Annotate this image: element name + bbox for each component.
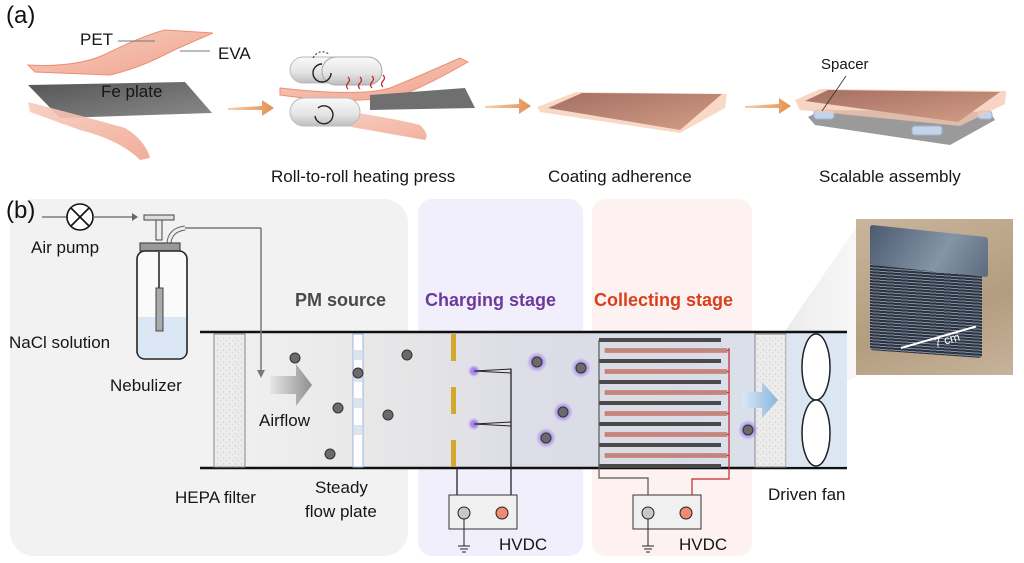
- hepa-filter-inlet: [213, 333, 246, 468]
- exploded-layers-illustration: [26, 29, 214, 160]
- ground-plate: [599, 443, 721, 447]
- high-voltage-wire: [691, 348, 730, 495]
- process-arrow-3: [745, 98, 791, 114]
- pet-label: PET: [80, 30, 114, 49]
- stage-title-pm-source: PM source: [295, 290, 387, 310]
- eva-label: EVA: [218, 44, 251, 63]
- driven-fan-icon: [786, 333, 847, 467]
- ground-plate: [599, 380, 721, 384]
- charging-electrodes: [451, 334, 512, 495]
- hv-plate: [604, 432, 728, 437]
- hvdc-charging-label: HVDC: [499, 535, 548, 554]
- steady-flow-plate: [352, 333, 364, 468]
- step-caption-roll-press: Roll-to-roll heating press: [271, 167, 456, 186]
- steady-flow-plate-label-2: flow plate: [305, 502, 377, 521]
- outlet-airflow-arrow: [742, 382, 778, 418]
- charged-particle: [575, 362, 587, 374]
- particle: [401, 349, 413, 361]
- process-arrow-1: [228, 100, 274, 116]
- nacl-solution-label: NaCl solution: [9, 333, 111, 352]
- airflow-label: Airflow: [259, 411, 311, 430]
- airflow-arrow: [270, 364, 312, 406]
- steady-flow-plate-label-1: Steady: [315, 478, 368, 497]
- charged-particle: [557, 406, 569, 418]
- hv-plate: [604, 369, 728, 374]
- air-pump-label: Air pump: [31, 238, 100, 257]
- driven-fan-label: Driven fan: [768, 485, 846, 504]
- step-caption-assembly: Scalable assembly: [819, 167, 961, 186]
- particle: [332, 402, 344, 414]
- ground-wire: [598, 340, 649, 495]
- spacer-label: Spacer: [821, 56, 869, 73]
- roll-press-illustration: [279, 51, 475, 140]
- collector-plates: [599, 338, 729, 468]
- air-duct: [200, 332, 847, 468]
- ground-plate: [599, 401, 721, 405]
- hvdc-supply-charging: [448, 494, 518, 553]
- hv-plate: [604, 453, 728, 458]
- charged-particle: [742, 424, 754, 436]
- particles-uncharged: [289, 349, 413, 460]
- step-caption-coating: Coating adherence: [548, 167, 692, 186]
- particle: [352, 367, 364, 379]
- air-pump-icon: [42, 203, 138, 231]
- coated-plate-illustration: [537, 92, 727, 133]
- collector-photo: 7 cm: [856, 219, 1013, 375]
- ground-plate: [599, 422, 721, 426]
- charged-particle: [531, 356, 543, 368]
- hv-plate: [604, 390, 728, 395]
- hvdc-supply-collecting: [632, 494, 702, 553]
- particles-charged: [527, 352, 758, 448]
- hv-plate: [604, 411, 728, 416]
- charged-particle: [540, 432, 552, 444]
- particle: [382, 409, 394, 421]
- ground-plate: [599, 464, 721, 468]
- nebulizer-label: Nebulizer: [110, 376, 182, 395]
- ground-plate: [599, 359, 721, 363]
- stage-title-collecting: Collecting stage: [594, 290, 734, 310]
- hepa-filter-label: HEPA filter: [175, 488, 256, 507]
- nebulizer-bottle-icon: [136, 214, 265, 378]
- fe-plate-label: Fe plate: [101, 82, 163, 101]
- ground-plate: [599, 338, 721, 342]
- particle: [324, 448, 336, 460]
- panel-b-label: (b): [6, 197, 36, 224]
- panel-a-label: (a): [6, 2, 36, 29]
- particle: [289, 352, 301, 364]
- hv-plate: [604, 348, 728, 353]
- scalable-assembly-illustration: [795, 75, 1006, 145]
- stage-title-charging: Charging stage: [425, 290, 557, 310]
- process-arrow-2: [485, 98, 531, 114]
- hvdc-collecting-label: HVDC: [679, 535, 728, 554]
